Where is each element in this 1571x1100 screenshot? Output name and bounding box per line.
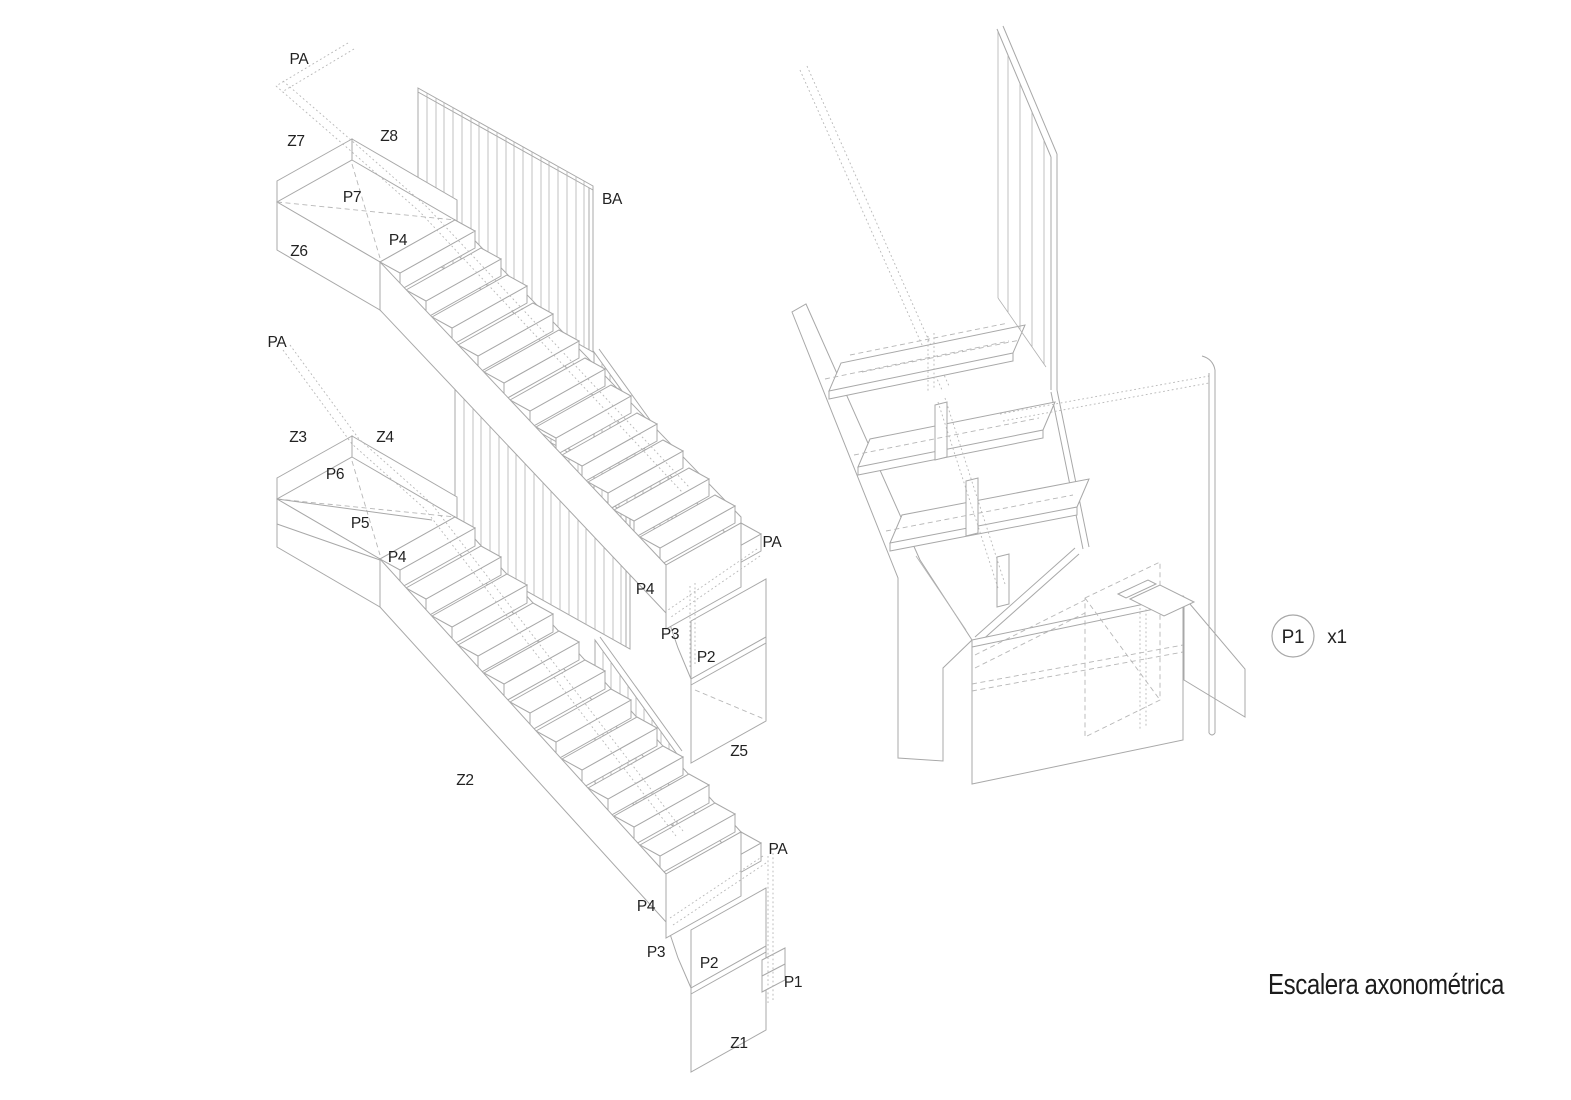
legend-quantity-label: x1 <box>1327 627 1346 648</box>
flight2-treads <box>378 516 763 886</box>
label-p1: P1 <box>784 974 802 991</box>
hidden-handrail-lines <box>275 42 774 1004</box>
label-p5: P5 <box>351 515 369 532</box>
flight1-bottom-panel-z5 <box>690 636 767 764</box>
mid-landing-braces <box>276 498 433 561</box>
main-diagram-labels: PA Z7 Z8 P7 Z6 P4 BA PA Z3 Z4 P6 P5 P4 P… <box>268 51 803 1052</box>
label-p3-flight2: P3 <box>647 944 665 961</box>
main-diagram: PA Z7 Z8 P7 Z6 P4 BA PA Z3 Z4 P6 P5 P4 P… <box>268 42 803 1073</box>
label-z7: Z7 <box>287 133 305 150</box>
label-p7: P7 <box>343 189 361 206</box>
label-pa-top: PA <box>290 51 310 68</box>
detail-newel-pole <box>1201 355 1216 736</box>
label-p4-flight2-bottom: P4 <box>637 898 656 915</box>
label-p6: P6 <box>326 466 344 483</box>
detail-bottom-panel <box>971 595 1184 785</box>
label-p3-flight1: P3 <box>661 626 679 643</box>
label-pa-flight1-bottom: PA <box>763 534 783 551</box>
label-ba: BA <box>602 191 623 208</box>
detail-treads <box>824 322 1090 608</box>
label-p4-flight1-top: P4 <box>389 232 408 249</box>
flight1 <box>378 218 767 764</box>
label-z5: Z5 <box>730 743 748 760</box>
detail-hidden-handrail <box>799 65 950 391</box>
label-pa-mid: PA <box>268 334 288 351</box>
flight1-treads <box>378 219 763 577</box>
label-z1: Z1 <box>730 1035 748 1052</box>
label-p4-flight1-bottom: P4 <box>636 581 655 598</box>
flight1-risers <box>399 230 762 594</box>
legend: P1 x1 <box>1271 614 1347 658</box>
detail-brace <box>974 389 1090 644</box>
label-p4-flight2-top: P4 <box>388 549 407 566</box>
legend-part-circle <box>1271 614 1315 658</box>
balustrade-panel-flight1 <box>417 87 594 353</box>
label-p2-flight2: P2 <box>700 955 718 972</box>
flight1-bottom-face-p3 <box>665 522 742 630</box>
flight2-bottom-face-p3 <box>665 831 742 939</box>
flight2 <box>378 515 786 1073</box>
detail-balustrade <box>996 25 1058 390</box>
label-z8: Z8 <box>380 128 398 145</box>
detail-riser-plates <box>934 401 1010 608</box>
top-landing <box>275 138 458 311</box>
detail-diagram <box>791 25 1246 785</box>
label-pa-flight2-bottom: PA <box>769 841 789 858</box>
drawing-title: Escalera axonométrica <box>1268 969 1505 1001</box>
detail-hidden-box <box>1084 561 1161 738</box>
legend-part-label: P1 <box>1282 627 1305 648</box>
flight2-bottom-panel-z1 <box>690 945 767 1073</box>
label-z2: Z2 <box>456 772 474 789</box>
label-z4: Z4 <box>376 429 394 446</box>
flight2-risers <box>399 527 762 904</box>
label-p2-flight1: P2 <box>697 649 715 666</box>
label-z3: Z3 <box>289 429 307 446</box>
label-z6: Z6 <box>290 243 308 260</box>
detail-small-boxes <box>1116 579 1196 617</box>
